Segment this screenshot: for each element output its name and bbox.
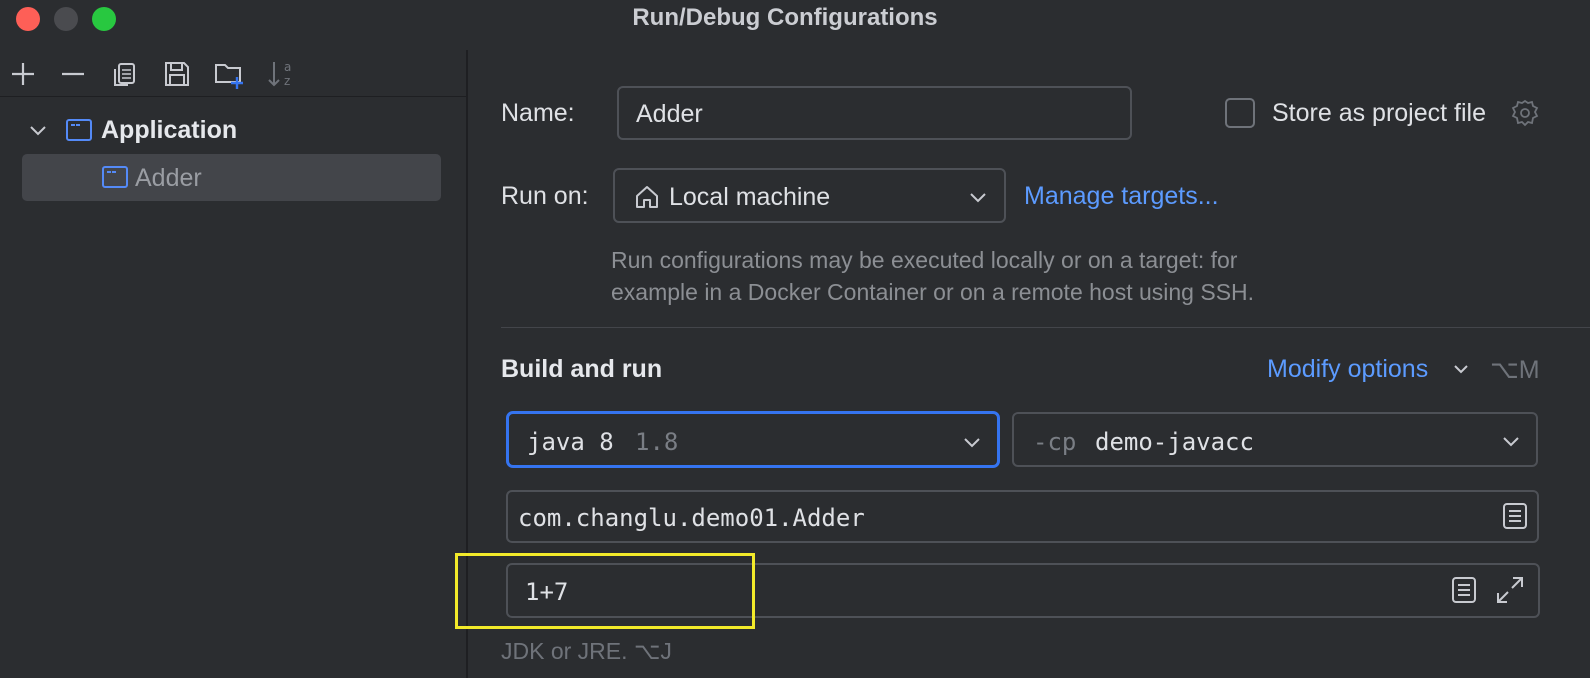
jdk-select[interactable]: java 8 1.8 bbox=[506, 411, 1000, 468]
svg-text:a: a bbox=[284, 60, 291, 74]
application-icon bbox=[66, 119, 92, 141]
section-divider bbox=[501, 327, 1590, 328]
gear-icon[interactable] bbox=[1510, 98, 1540, 128]
chevron-down-icon[interactable] bbox=[28, 120, 48, 140]
name-field[interactable]: Adder bbox=[617, 86, 1132, 140]
run-on-select[interactable]: Local machine bbox=[613, 168, 1006, 223]
close-window-button[interactable] bbox=[16, 7, 40, 31]
minimize-window-button[interactable] bbox=[54, 7, 78, 31]
modify-options-shortcut: ⌥M bbox=[1490, 356, 1540, 384]
modify-options-link[interactable]: Modify options bbox=[1267, 355, 1429, 383]
home-icon bbox=[634, 184, 660, 210]
expand-icon[interactable] bbox=[1495, 575, 1525, 605]
tree-item-label: Adder bbox=[135, 164, 202, 192]
run-on-hint-line1: Run configurations may be executed local… bbox=[611, 247, 1238, 273]
main-class-value: com.changlu.demo01.Adder bbox=[518, 504, 865, 532]
toolbar-divider bbox=[0, 96, 466, 97]
chevron-down-icon bbox=[962, 432, 982, 452]
chevron-down-icon bbox=[968, 187, 988, 207]
name-label: Name: bbox=[501, 99, 575, 127]
save-icon[interactable] bbox=[161, 58, 193, 90]
remove-icon[interactable] bbox=[57, 58, 89, 90]
browse-list-icon[interactable] bbox=[1502, 502, 1528, 530]
chevron-down-icon bbox=[1501, 431, 1521, 451]
main-class-field[interactable]: com.changlu.demo01.Adder bbox=[506, 490, 1539, 543]
zoom-window-button[interactable] bbox=[92, 7, 116, 31]
window-title: Run/Debug Configurations bbox=[632, 4, 938, 31]
manage-targets-link[interactable]: Manage targets... bbox=[1024, 182, 1219, 210]
run-on-hint-line2: example in a Docker Container or on a re… bbox=[611, 279, 1255, 305]
copy-icon[interactable] bbox=[109, 58, 141, 90]
store-as-project-file-checkbox[interactable] bbox=[1225, 98, 1255, 128]
tree-item-adder[interactable]: Adder bbox=[22, 154, 441, 201]
add-icon[interactable] bbox=[7, 58, 39, 90]
classpath-prefix: -cp bbox=[1033, 428, 1077, 456]
jdk-version: 1.8 bbox=[635, 428, 679, 456]
program-arguments-value: 1+7 bbox=[525, 578, 569, 606]
title-bar: Run/Debug Configurations bbox=[0, 0, 1590, 38]
store-as-project-file-label: Store as project file bbox=[1272, 99, 1486, 127]
program-arguments-field[interactable]: 1+7 bbox=[506, 563, 1540, 618]
application-icon bbox=[102, 166, 128, 188]
svg-text:z: z bbox=[284, 74, 290, 88]
run-on-label: Run on: bbox=[501, 182, 589, 210]
classpath-module: demo-javacc bbox=[1095, 428, 1254, 456]
bottom-hint: JDK or JRE. ⌥J bbox=[501, 638, 672, 664]
tree-group-application[interactable]: Application bbox=[26, 110, 446, 152]
highlight-box bbox=[455, 553, 755, 629]
build-and-run-title: Build and run bbox=[501, 355, 663, 383]
name-field-value: Adder bbox=[636, 100, 703, 128]
browse-list-icon[interactable] bbox=[1451, 576, 1477, 604]
run-on-value: Local machine bbox=[669, 183, 831, 211]
tree-group-label: Application bbox=[101, 116, 238, 144]
classpath-select[interactable]: -cp demo-javacc bbox=[1012, 412, 1538, 467]
chevron-down-icon[interactable] bbox=[1451, 359, 1471, 379]
jdk-name: java 8 bbox=[527, 428, 614, 456]
panel-splitter[interactable] bbox=[466, 50, 468, 678]
new-folder-icon[interactable] bbox=[213, 58, 245, 90]
